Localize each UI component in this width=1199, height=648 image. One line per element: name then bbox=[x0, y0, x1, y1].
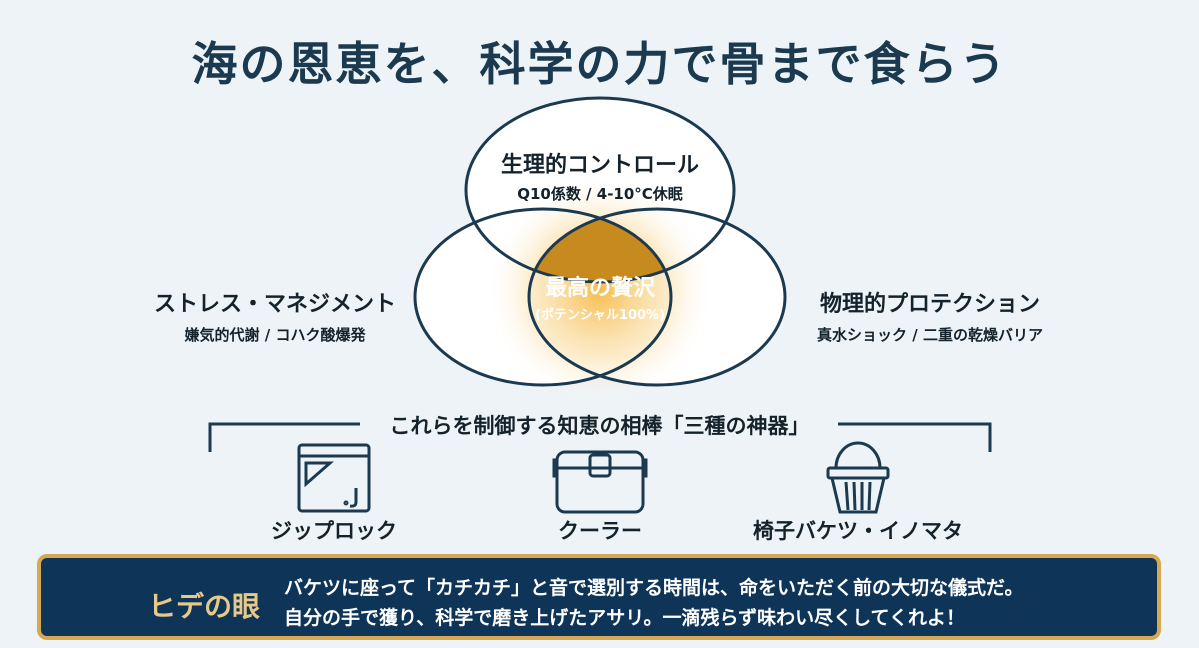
venn-label-right: 物理的プロテクション 真水ショック / 二重の乾燥バリア bbox=[780, 286, 1080, 345]
venn-right-sub: 真水ショック / 二重の乾燥バリア bbox=[817, 326, 1043, 344]
venn-center-heading: 最高の贅沢 bbox=[544, 276, 655, 301]
venn-left-heading: ストレス・マネジメント bbox=[153, 292, 396, 317]
venn-label-center: 最高の贅沢 (ポテンシャル100%) bbox=[500, 270, 700, 323]
tool-label-cooler: クーラー bbox=[558, 519, 642, 543]
center-glow bbox=[485, 175, 715, 405]
banner-line-2: 自分の手で獲り、科学で磨き上げたアサリ。一滴残らず味わい尽くしてくれよ！ bbox=[284, 607, 965, 629]
venn-circle-left bbox=[413, 207, 673, 387]
tool-label-bucket: 椅子バケツ・イノマタ bbox=[753, 519, 963, 543]
comment-banner bbox=[37, 554, 1161, 640]
cooler-box-icon bbox=[552, 450, 648, 514]
bracket-right bbox=[838, 422, 992, 452]
venn-circle-right bbox=[527, 207, 787, 387]
venn-center-region bbox=[529, 209, 671, 282]
venn-circle-top bbox=[464, 96, 736, 284]
venn-label-left: ストレス・マネジメント 嫌気的代謝 / コハク酸爆発 bbox=[130, 286, 420, 345]
venn-top-heading: 生理的コントロール bbox=[500, 153, 699, 178]
bracket-left bbox=[208, 422, 360, 452]
venn-left-sub: 嫌気的代謝 / コハク酸爆発 bbox=[184, 326, 366, 344]
tool-label-ziploc: ジップロック bbox=[271, 519, 397, 543]
banner-line-1: バケツに座って「カチカチ」と音で選別する時間は、命をいただく前の大切な儀式だ。 bbox=[284, 577, 1024, 599]
ziploc-bag-icon bbox=[297, 443, 371, 513]
bucket-icon bbox=[826, 441, 890, 514]
page-title: 海の恩恵を、科学の力で骨まで食らう bbox=[191, 37, 1008, 91]
venn-center-sub: (ポテンシャル100%) bbox=[534, 308, 666, 323]
banner-title: ヒデの眼 bbox=[148, 590, 261, 623]
venn-label-top: 生理的コントロール Q10係数 / 4-10°C休眠 bbox=[450, 147, 750, 204]
tools-heading: これらを制御する知恵の相棒「三種の神器」 bbox=[389, 414, 810, 438]
venn-top-sub: Q10係数 / 4-10°C休眠 bbox=[517, 185, 683, 203]
venn-right-heading: 物理的プロテクション bbox=[819, 292, 1040, 317]
